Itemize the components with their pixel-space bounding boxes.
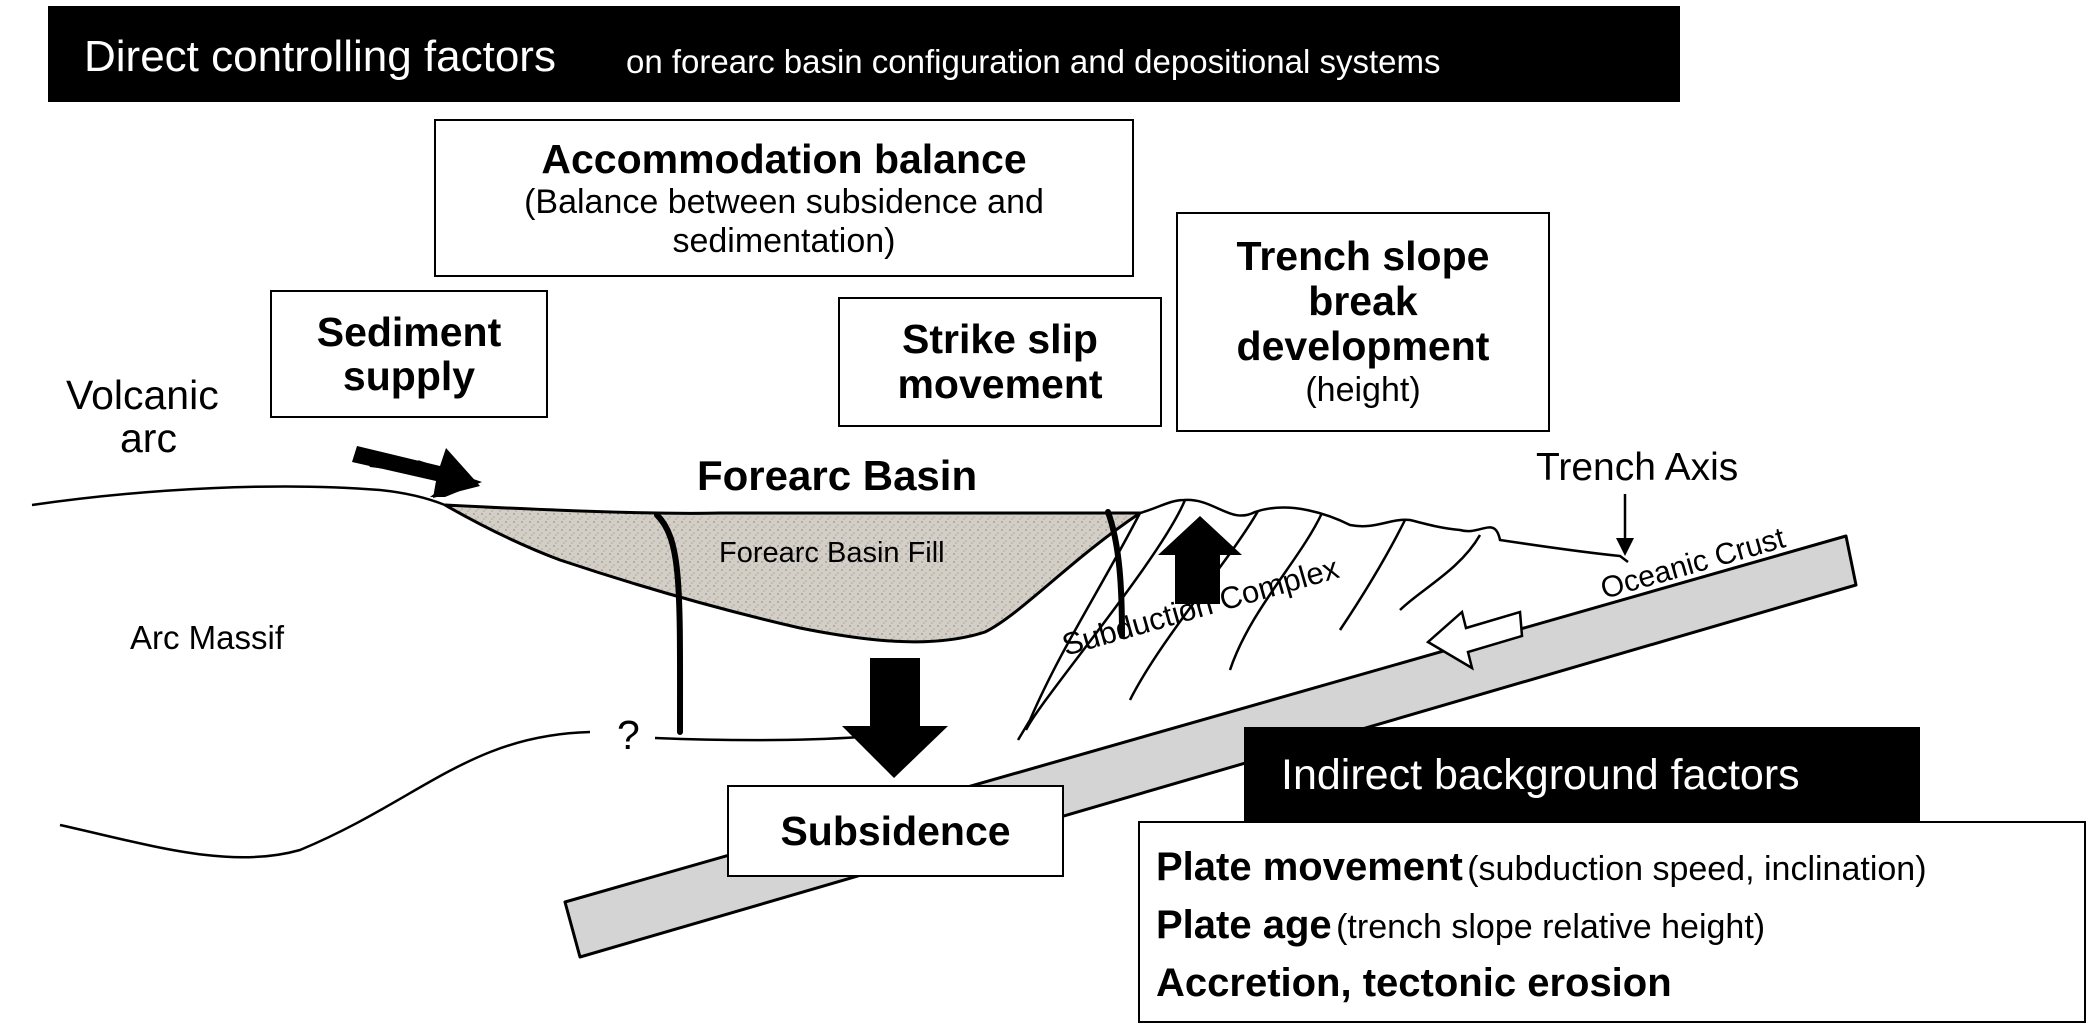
arc-lower-line-left [59,730,591,859]
indirect-item-detail: (subduction speed, inclination) [1467,850,1927,888]
thrust-1 [1024,499,1187,731]
accommodation-subtitle-1: (Balance between subsidence and [524,182,1044,221]
forearc-basin-fill [444,503,1145,644]
strike-slip-line-1: Strike slip [902,316,1098,362]
accommodation-title: Accommodation balance [541,135,1027,182]
indirect-item-accretion: Accretion, tectonic erosion [1156,961,2084,1019]
thrust-3 [1228,512,1324,671]
unknown-depth-mark: ? [617,712,640,758]
subsidence-label: Subsidence [780,807,1011,854]
direct-factors-banner: Direct controlling factors on forearc ba… [48,6,1680,102]
trench-slope-line-1: Trench slope [1236,232,1490,279]
arc-massif-label: Arc Massif [130,619,285,656]
thrust-4 [1338,519,1407,631]
thrust-5 [1399,534,1482,611]
indirect-factors-title: Indirect background factors [1281,751,1800,799]
banner-lead: Direct controlling factors [84,32,556,81]
subsidence-box: Subsidence [727,785,1064,877]
indirect-item-plate-movement: Plate movement (subduction speed, inclin… [1156,845,2084,903]
sediment-supply-arrow-shape [352,446,480,498]
indirect-item-plate-age: Plate age (trench slope relative height) [1156,903,2084,961]
trench-slope-line-3: development [1236,322,1490,369]
left-basin-fault [654,512,684,735]
arc-surface-line [31,485,446,507]
forearc-basin-label: Forearc Basin [697,452,978,499]
indirect-item-bold: Plate movement [1156,845,1463,889]
indirect-item-bold: Plate age [1156,903,1332,947]
strike-slip-box: Strike slip movement [838,297,1162,427]
trench-axis-label: Trench Axis [1536,446,1739,489]
subduction-complex-outline [1139,498,1629,563]
volcanic-arc-label-1: Volcanic [66,372,219,418]
sediment-supply-line-1: Sediment [316,309,502,355]
trench-slope-line-2: break [1308,277,1418,324]
volcanic-arc-label-2: arc [120,415,177,461]
arc-lower-line-right [654,735,861,742]
sediment-supply-line-2: supply [342,353,476,399]
strike-slip-line-2: movement [897,361,1103,407]
subsidence-arrow [842,658,948,778]
trench-slope-subtitle: (height) [1305,370,1421,409]
trench-slope-break-box: Trench slope break development (height) [1176,212,1550,432]
indirect-item-detail: (trench slope relative height) [1336,908,1766,946]
accommodation-balance-box: Accommodation balance (Balance between s… [434,119,1134,277]
indirect-factors-box: Plate movement (subduction speed, inclin… [1138,821,2086,1023]
banner-rest: on forearc basin configuration and depos… [626,43,1441,80]
sediment-supply-box: Sediment supply [270,290,548,418]
subduction-complex-base [1016,512,1142,741]
right-basin-fault [1105,509,1125,639]
trench-axis-pointer-head [1616,538,1634,556]
uplift-arrow [1158,516,1242,604]
accommodation-subtitle-2: sedimentation) [672,221,896,260]
forearc-basin-fill-label: Forearc Basin Fill [719,537,945,569]
indirect-factors-banner: Indirect background factors [1244,727,1920,822]
plate-motion-arrow [1425,609,1524,671]
indirect-item-bold: Accretion, tectonic erosion [1156,961,1672,1005]
